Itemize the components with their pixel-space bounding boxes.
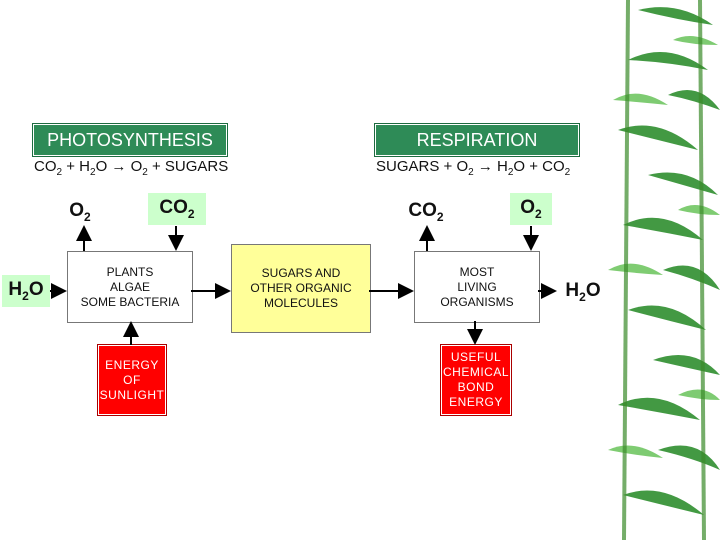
respiration-equation: SUGARS + O2 → H2O + CO2: [376, 158, 571, 178]
plants-box: PLANTS ALGAE SOME BACTERIA: [67, 251, 193, 323]
photosynthesis-equation: CO2 + H2O → O2 + SUGARS: [34, 158, 229, 178]
h2o-input-left: H2O: [2, 275, 50, 307]
h2o-output-right: H2O: [565, 280, 601, 304]
o2-output-left: O2: [69, 200, 91, 224]
energy-of-sunlight-box: ENERGY OF SUNLIGHT: [97, 344, 167, 416]
sugars-box: SUGARS AND OTHER ORGANIC MOLECULES: [231, 244, 371, 333]
o2-input-right: O2: [510, 193, 552, 225]
photosynthesis-header: PHOTOSYNTHESIS: [32, 123, 228, 157]
respiration-header: RESPIRATION: [374, 123, 580, 157]
bamboo-decoration: [608, 0, 720, 540]
co2-output-right: CO2: [408, 200, 444, 224]
co2-input-left: CO2: [148, 193, 206, 225]
chemical-bond-energy-box: USEFUL CHEMICAL BOND ENERGY: [440, 344, 512, 416]
organisms-box: MOST LIVING ORGANISMS: [414, 251, 540, 323]
